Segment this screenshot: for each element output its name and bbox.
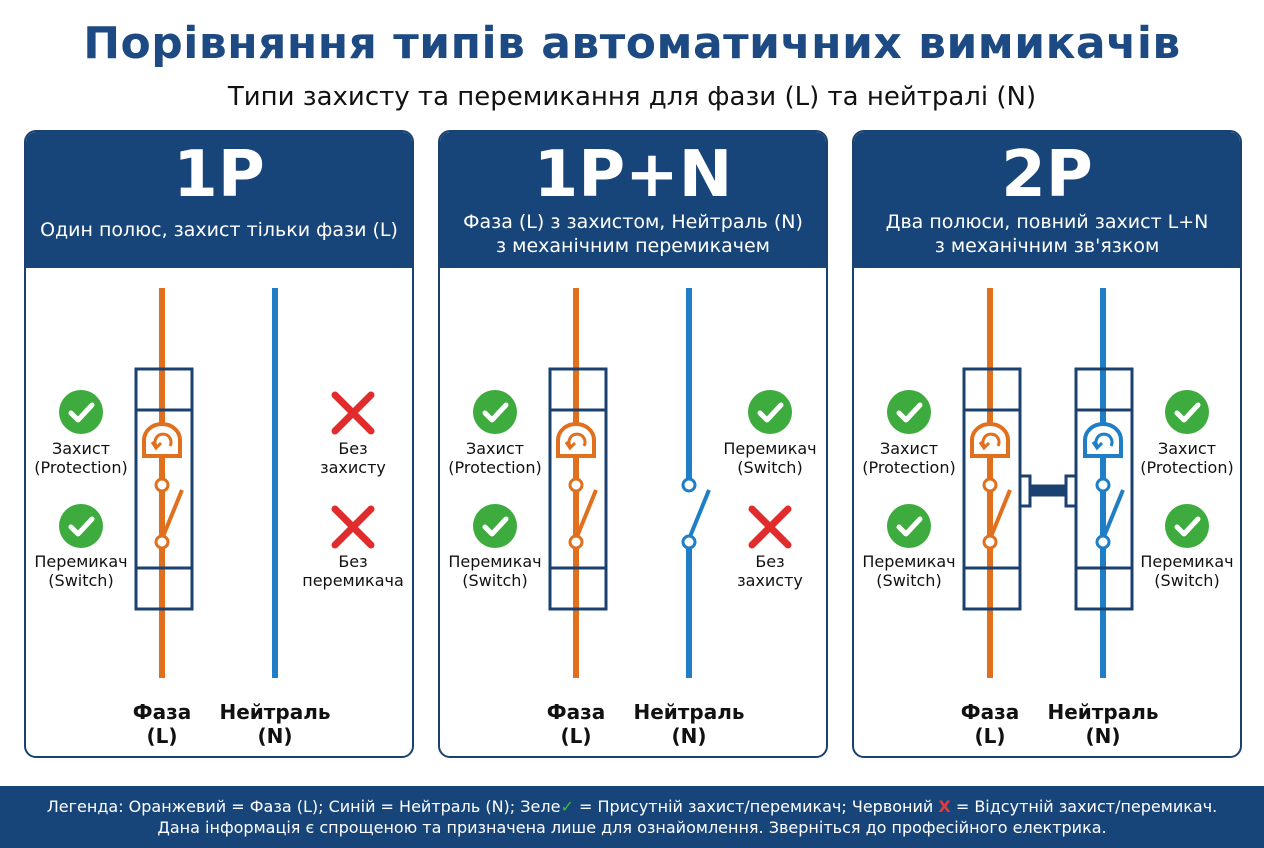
neutral-switch-label: Перемикач(Switch) [1140, 552, 1234, 590]
panel-1p: 1P Один полюс, захист тільки фази (L) [24, 130, 414, 758]
cross-icon [748, 505, 792, 549]
check-icon [1165, 390, 1209, 434]
breaker-trip-icon [970, 422, 1010, 458]
panel-header: 1P Один полюс, захист тільки фази (L) [26, 132, 412, 268]
neutral-label: Нейтраль(N) [219, 700, 331, 748]
diagram-1p-n [473, 288, 792, 678]
diagram-1p [59, 288, 375, 678]
mechanical-link [1018, 474, 1078, 508]
phase-label: Фаза(L) [132, 700, 192, 748]
legend-footer: Легенда: Оранжевий = Фаза (L); Синій = Н… [0, 786, 1264, 848]
panel-header: 2P Два полюси, повний захист L+N з механ… [854, 132, 1240, 268]
neutral-protection-label: Захист(Protection) [1140, 439, 1234, 477]
check-icon [59, 504, 103, 548]
check-icon: ✓ [560, 797, 574, 816]
check-icon [748, 390, 792, 434]
cross-icon: X [938, 797, 951, 816]
switch-icon [568, 477, 598, 550]
protection-label: Захист(Protection) [862, 439, 956, 477]
switch-icon [681, 477, 711, 550]
diagram-2p [887, 288, 1209, 678]
cross-icon [331, 391, 375, 435]
panel-code: 2P [1001, 138, 1093, 212]
breaker-module [548, 367, 608, 611]
check-icon [59, 390, 103, 434]
page-subtitle: Типи захисту та перемикання для фази (L)… [227, 82, 1037, 112]
switch-icon [982, 477, 1012, 550]
switch-icon [1095, 477, 1125, 550]
page-title: Порівняння типів автоматичних вимикачів [83, 18, 1181, 69]
legend-line: Легенда: Оранжевий = Фаза (L); Синій = Н… [46, 797, 1218, 816]
disclaimer-line: Дана інформація є спрощеною та призначен… [157, 818, 1107, 837]
switch-label: Перемикач(Switch) [448, 552, 542, 590]
panel-description: Два полюси, повний захист L+N з механічн… [885, 211, 1209, 257]
check-icon [473, 504, 517, 548]
switch-label: Перемикач(Switch) [862, 552, 956, 590]
check-icon [887, 390, 931, 434]
panel-1p-n: 1P+N Фаза (L) з захистом, Нейтраль (N) з… [438, 130, 828, 758]
phase-label: Фаза(L) [546, 700, 606, 748]
switch-icon [154, 477, 184, 550]
check-icon [887, 504, 931, 548]
cross-icon [331, 505, 375, 549]
breaker-module [134, 367, 194, 611]
neutral-switch-label: Перемикач(Switch) [723, 439, 817, 477]
neutral-label: Нейтраль(N) [633, 700, 745, 748]
switch-label: Перемикач(Switch) [34, 552, 128, 590]
neutral-label: Нейтраль(N) [1047, 700, 1159, 748]
protection-label: Захист(Protection) [448, 439, 542, 477]
breaker-trip-icon [1083, 422, 1123, 458]
panel-description: Один полюс, захист тільки фази (L) [40, 219, 398, 241]
panel-code: 1P+N [533, 138, 733, 212]
panel-description: Фаза (L) з захистом, Нейтраль (N) з меха… [463, 211, 803, 257]
phase-label: Фаза(L) [960, 700, 1020, 748]
panel-header: 1P+N Фаза (L) з захистом, Нейтраль (N) з… [440, 132, 826, 268]
protection-label: Захист(Protection) [34, 439, 128, 477]
check-icon [473, 390, 517, 434]
check-icon [1165, 504, 1209, 548]
panel-code: 1P [173, 138, 265, 212]
breaker-trip-icon [556, 422, 596, 458]
breaker-trip-icon [142, 422, 182, 458]
panel-2p: 2P Два полюси, повний захист L+N з механ… [852, 130, 1242, 758]
